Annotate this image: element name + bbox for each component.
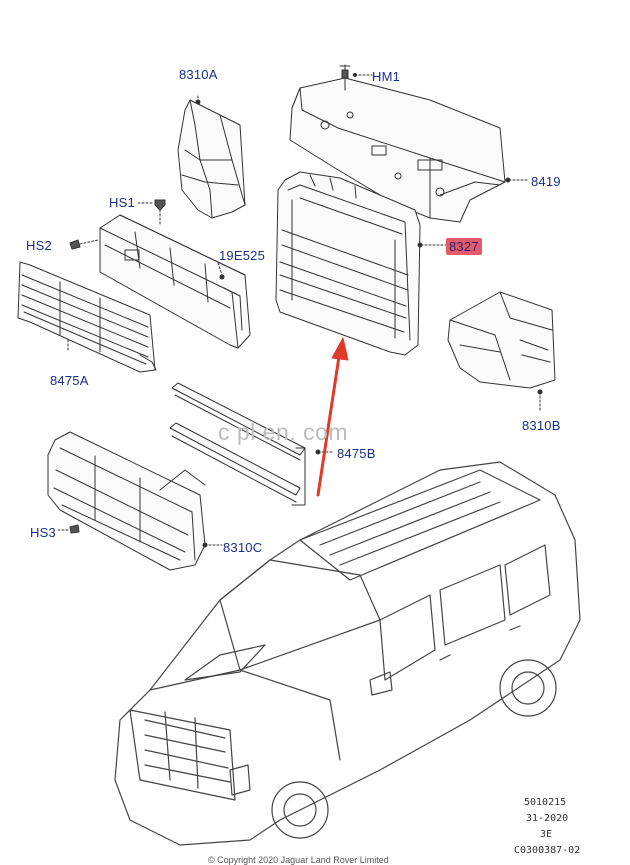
upper-shield-8419: [289, 64, 506, 223]
callout-8475a: 8475A: [50, 373, 89, 388]
callout-hs2: HS2: [26, 238, 52, 253]
radiator-shroud-8327: [275, 171, 423, 356]
callout-8419: 8419: [531, 174, 561, 189]
leader-19e525: [217, 262, 225, 280]
fastener-hs3: [57, 524, 80, 534]
callout-hm1: HM1: [372, 69, 401, 84]
fastener-hm1: [341, 69, 373, 79]
callout-8310c: 8310C: [223, 540, 263, 555]
front-grille-8310c: [47, 431, 223, 571]
leader-8419: [504, 177, 529, 183]
side-duct-8310b: [447, 291, 556, 413]
side-duct-8310a: [177, 94, 246, 219]
seal-strips-8475b: [169, 382, 335, 506]
watermark-text: c pl en. com: [218, 419, 348, 445]
bracket-19e525: [99, 214, 251, 349]
footer-code-line2: 31-2020: [526, 813, 569, 824]
footer-code-line3: 3E: [540, 829, 553, 840]
callout-8475b: 8475B: [337, 446, 376, 461]
callout-hs1: HS1: [109, 195, 135, 210]
vehicle-outline: [114, 461, 581, 846]
callout-19e525: 19E525: [219, 248, 266, 263]
louvre-panel-8475a: [17, 261, 157, 373]
fastener-hs1: [137, 199, 166, 225]
footer-code-line1: 5010215: [524, 797, 567, 808]
callout-hs3: HS3: [30, 525, 56, 540]
fastener-hs2: [69, 239, 99, 250]
callout-8310b: 8310B: [522, 418, 561, 433]
callout-8310a: 8310A: [179, 67, 218, 82]
copyright-notice: © Copyright 2020 Jaguar Land Rover Limit…: [208, 855, 389, 865]
footer-code-line4: C0300387-02: [514, 845, 581, 856]
red-arrow: [316, 337, 349, 497]
callout-8327-highlighted: 8327: [446, 238, 482, 255]
